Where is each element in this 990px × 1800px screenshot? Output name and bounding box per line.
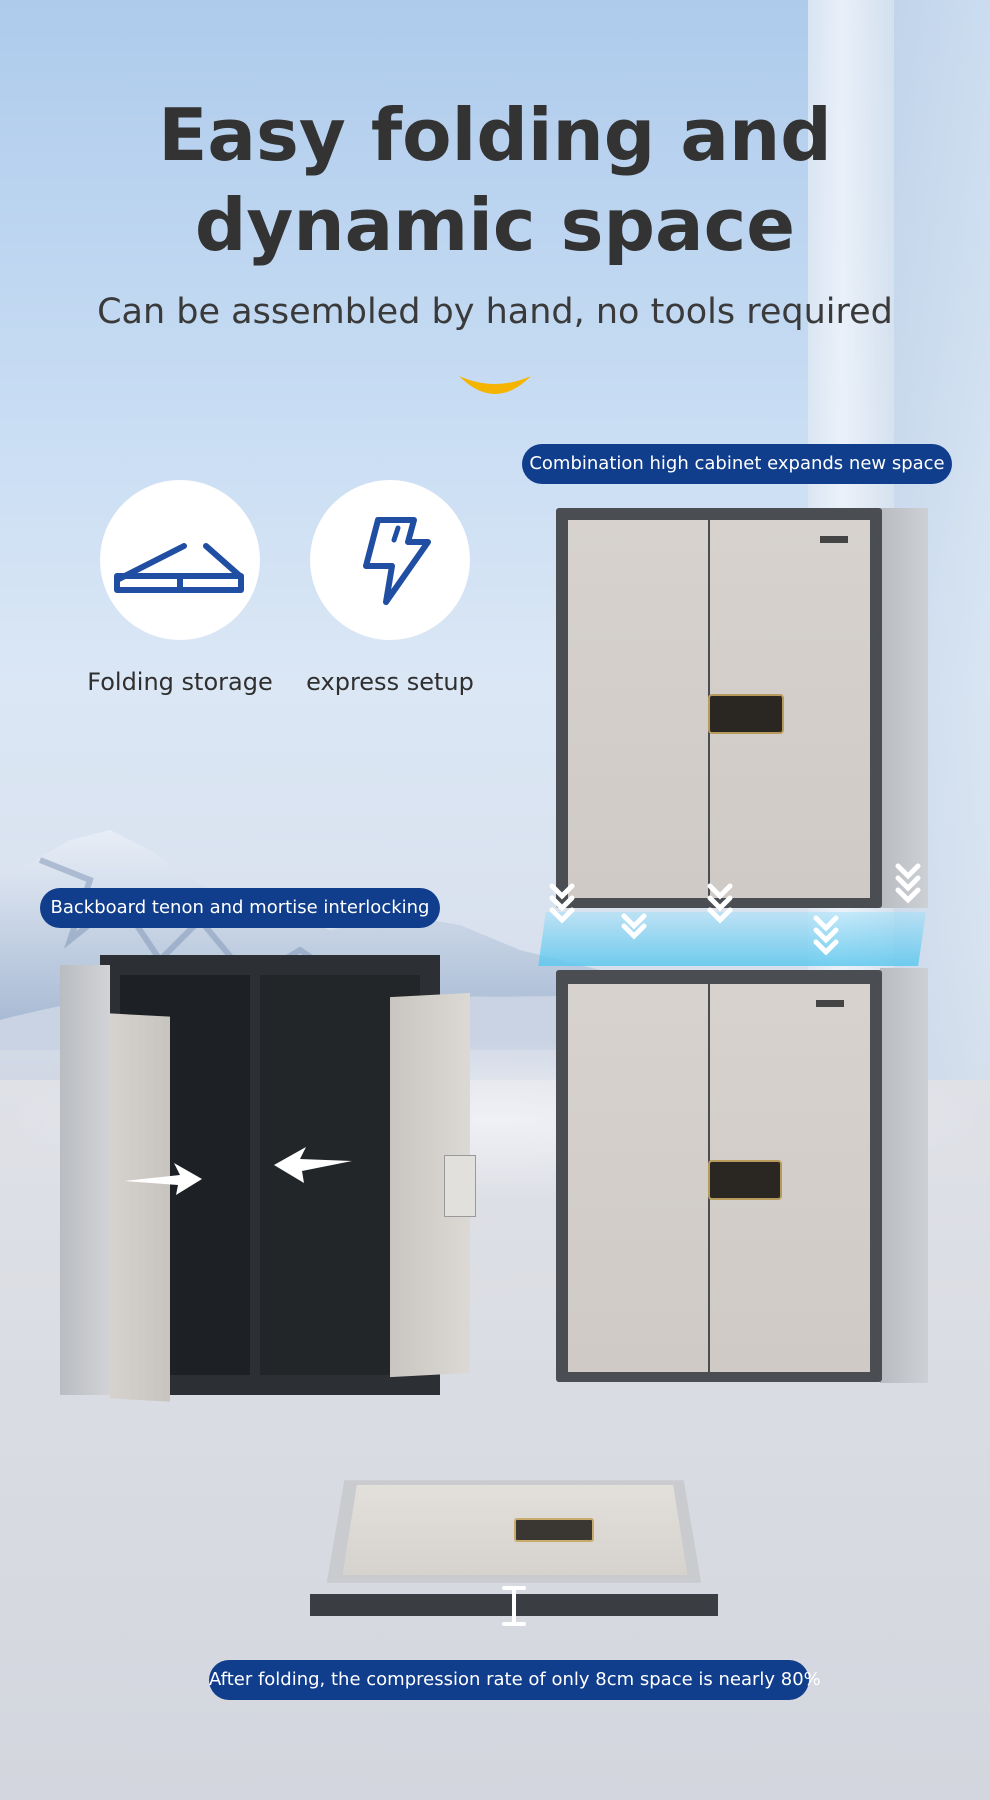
smile-accent-icon <box>459 376 531 394</box>
feature-label-folding: Folding storage <box>87 668 273 696</box>
title-line-2: dynamic space <box>194 183 796 267</box>
interlock-arrows <box>124 1147 352 1195</box>
top-cabinet-left-door <box>568 520 708 898</box>
top-cabinet-badge <box>820 536 848 543</box>
callout-folding: After folding, the compression rate of o… <box>209 1660 821 1700</box>
open-cabinet-lock-panel <box>444 1155 476 1217</box>
top-cabinet-lock <box>708 694 784 734</box>
bottom-cabinet-side <box>880 968 928 1383</box>
bottom-cabinet-left-door <box>568 984 708 1372</box>
top-cabinet-frame <box>556 508 882 908</box>
folded-cabinet-lock <box>514 1518 594 1542</box>
open-cabinet <box>60 955 490 1405</box>
feature-label-express: express setup <box>306 668 474 696</box>
folding-storage-badge <box>100 480 260 640</box>
lightning-icon <box>363 517 431 605</box>
bottom-cabinet-frame <box>556 970 882 1382</box>
callout-combination: Combination high cabinet expands new spa… <box>522 444 952 484</box>
folding-storage-icon <box>114 543 244 593</box>
thickness-marker-icon <box>502 1586 526 1626</box>
callout-backboard: Backboard tenon and mortise interlocking <box>40 888 440 928</box>
express-setup-badge <box>310 480 470 640</box>
bottom-cabinet-badge <box>816 1000 844 1007</box>
stacked-cabinet <box>538 508 928 1388</box>
page-title: Easy folding and dynamic space <box>0 90 990 270</box>
bottom-cabinet-lock <box>708 1160 782 1200</box>
page-subtitle: Can be assembled by hand, no tools requi… <box>97 292 893 332</box>
stack-down-arrows <box>549 863 921 956</box>
title-line-1: Easy folding and <box>158 93 832 177</box>
top-cabinet-side <box>880 508 928 908</box>
folded-cabinet <box>306 1470 722 1630</box>
open-cabinet-side-panel <box>60 965 110 1395</box>
